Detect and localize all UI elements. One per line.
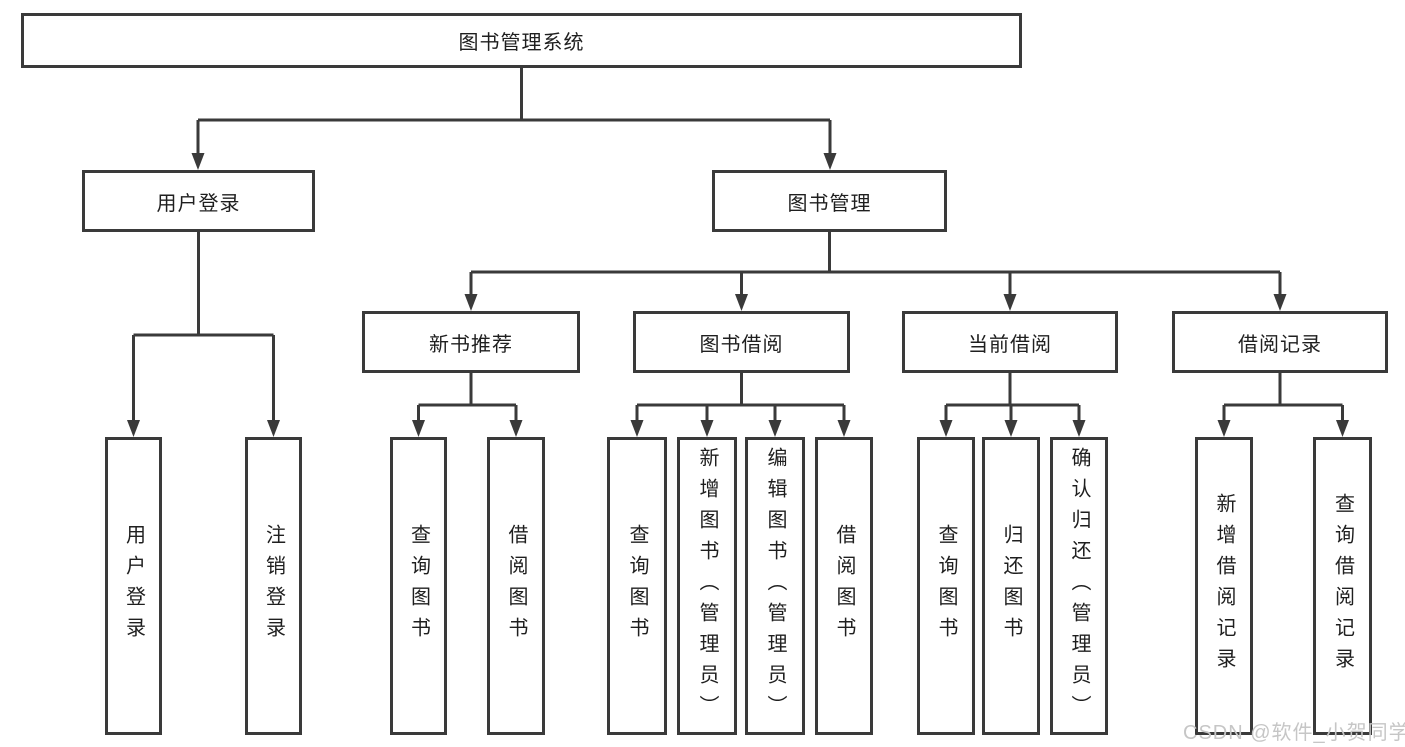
leaf-return-books: 归还图书 (982, 437, 1040, 735)
arrowheads (127, 153, 1349, 437)
leaf-query-borrow-record: 查询借阅记录 (1313, 437, 1372, 735)
leaf-add-borrow-record: 新增借阅记录 (1195, 437, 1253, 735)
csdn-watermark: CSDN @软件_小贺同学 (1183, 722, 1405, 744)
node-new-book-recommend: 新书推荐 (362, 311, 580, 373)
leaf-borrow-books-1: 借阅图书 (487, 437, 545, 735)
node-borrow-records: 借阅记录 (1172, 311, 1388, 373)
leaf-add-books-admin: 新增图书（管理员） (677, 437, 737, 735)
leaf-query-books-2: 查询图书 (607, 437, 667, 735)
leaf-query-books-1: 查询图书 (390, 437, 447, 735)
node-book-borrowing: 图书借阅 (633, 311, 850, 373)
leaf-logout: 注销登录 (245, 437, 302, 735)
node-current-borrowing: 当前借阅 (902, 311, 1118, 373)
leaf-edit-books-admin: 编辑图书（管理员） (745, 437, 805, 735)
leaf-user-login: 用户登录 (105, 437, 162, 735)
leaf-query-books-3: 查询图书 (917, 437, 975, 735)
node-user-login-branch: 用户登录 (82, 170, 315, 232)
node-root-system: 图书管理系统 (21, 13, 1022, 68)
node-book-management-branch: 图书管理 (712, 170, 947, 232)
leaf-borrow-books-2: 借阅图书 (815, 437, 873, 735)
leaf-confirm-return-admin: 确认归还（管理员） (1050, 437, 1108, 735)
